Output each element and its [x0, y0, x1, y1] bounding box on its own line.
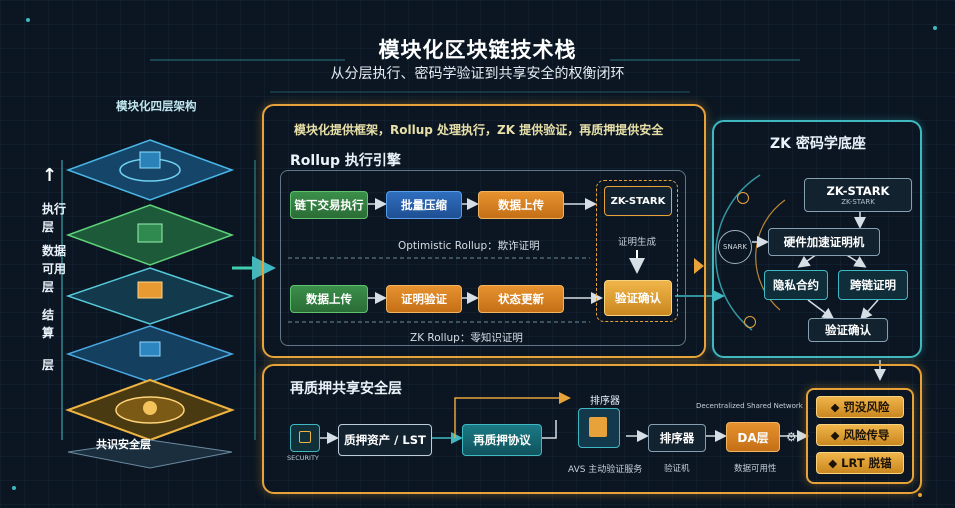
sequencer-box: 排序器: [648, 424, 706, 452]
vault-icon: [290, 424, 320, 452]
layer-label: 算: [42, 326, 55, 340]
layer-label: 层: [42, 220, 55, 234]
privacy-contract-box: 隐私合约: [764, 270, 828, 300]
optimistic-caption: Optimistic Rollup：欺诈证明: [398, 240, 540, 252]
layer-label: 可用: [42, 262, 67, 276]
tagline: 模块化提供框架，Rollup 处理执行，ZK 提供验证，再质押提供安全: [294, 123, 664, 137]
settlement-layer-plate: [65, 267, 235, 325]
avs-caption: AVS 主动验证服务: [568, 465, 643, 475]
layer-label: 层: [42, 280, 55, 294]
stack-heading: 模块化四层架构: [116, 99, 197, 113]
data-availability-layer-plate: [65, 204, 235, 266]
rollup-heading: Rollup 执行引擎: [290, 153, 401, 169]
restaking-panel: [262, 364, 922, 494]
offchain-execution-box: 链下交易执行: [290, 191, 368, 219]
da-layer-box: DA层: [726, 422, 780, 452]
sequencer-heading: 排序器: [590, 396, 620, 407]
zk-stark-chip: ZK-STARK: [604, 186, 672, 216]
zk-crypto-panel: [712, 120, 922, 358]
da-bottom-caption: 数据可用性: [734, 464, 777, 474]
risk-icon: ◆: [828, 456, 838, 470]
execution-layer-plate: [65, 139, 235, 201]
zk-stark-label: ZK-STARK: [826, 184, 890, 198]
gear-icon: ⚙: [786, 430, 797, 444]
restaking-heading: 再质押共享安全层: [290, 381, 402, 397]
hardware-prover-box: 硬件加速证明机: [768, 228, 880, 256]
staked-asset-box: 质押资产 / LST: [338, 424, 432, 456]
node-dot-icon: [737, 192, 749, 204]
layer-label: 执行: [42, 202, 67, 216]
restaking-protocol-box: 再质押协议: [462, 424, 542, 456]
proof-generation-caption: 证明生成: [618, 237, 657, 248]
verify-confirm-box: 验证确认: [604, 280, 672, 316]
data-upload-box-optimistic: 数据上传: [478, 191, 564, 219]
consensus-layer-label: 共识安全层: [96, 438, 151, 451]
layer-label: 数据: [42, 244, 67, 258]
rollup-outer-panel: [262, 104, 706, 358]
data-upload-box-zk: 数据上传: [290, 285, 368, 313]
risk-icon: ◆: [830, 428, 840, 442]
state-update-box: 状态更新: [478, 285, 564, 313]
risk-icon: ◆: [830, 400, 840, 414]
zk-caption: ZK Rollup：零知识证明: [410, 332, 523, 344]
zk-stark-box: ZK-STARK ZK-STARK: [804, 178, 912, 212]
zk-crypto-heading: ZK 密码学底座: [770, 136, 866, 152]
da-top-caption: Decentralized Shared Network: [696, 402, 803, 410]
batch-compress-box: 批量压缩: [386, 191, 462, 219]
layer-label-column: 执行 层 数据 可用 层 结 算 层: [42, 200, 66, 374]
crosschain-proof-box: 跨链证明: [838, 270, 908, 300]
zk-stark-sublabel: ZK-STARK: [841, 198, 875, 206]
page-subtitle: 从分层执行、密码学验证到共享安全的权衡闭环: [330, 66, 625, 82]
validator-caption: 验证机: [664, 464, 690, 474]
stark-column: [596, 180, 678, 322]
snark-node: SNARK: [718, 230, 752, 264]
security-layer-plate: [65, 325, 235, 383]
rollup-inner-panel: [280, 170, 686, 346]
layer-label: 层: [42, 358, 55, 372]
vault-caption: SECURITY: [287, 454, 319, 462]
risk-label: 罚没风险: [843, 400, 890, 414]
arrow-up-icon: ↑: [42, 165, 58, 186]
right-verify-box: 验证确认: [808, 318, 888, 342]
risk-slashing: ◆罚没风险: [816, 396, 904, 418]
layer-label: 结: [42, 308, 55, 322]
risk-panel: [806, 388, 914, 484]
node-dot-icon: [744, 316, 756, 328]
proof-verify-box: 证明验证: [386, 285, 462, 313]
risk-label: LRT 脱锚: [841, 456, 892, 470]
consensus-layer-plate: [65, 378, 235, 442]
page-title: 模块化区块链技术栈: [378, 38, 577, 62]
risk-lrt-depeg: ◆LRT 脱锚: [816, 452, 904, 474]
risk-contagion: ◆风险传导: [816, 424, 904, 446]
risk-label: 风险传导: [843, 428, 890, 442]
sequencer-node-icon: [578, 408, 620, 448]
